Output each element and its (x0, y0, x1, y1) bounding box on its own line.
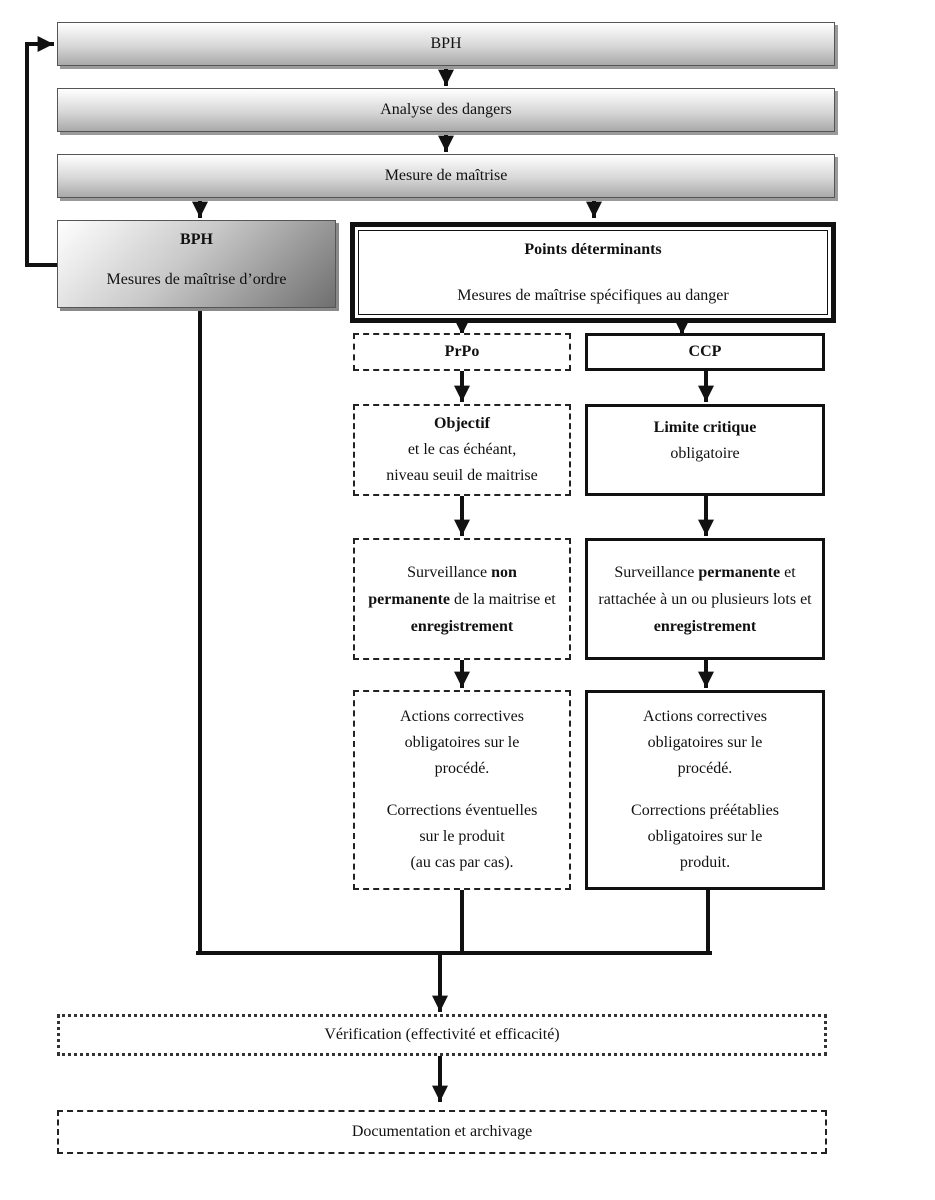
analyse-dangers-label: Analyse des dangers (380, 101, 512, 118)
limite-critique-subtitle: obligatoire (670, 445, 740, 462)
limite-critique-title: Limite critique (653, 419, 757, 436)
surv-nonperm-bold-1: non permanente (368, 563, 517, 608)
objectif-box: Objectif et le cas échéant, niveau seuil… (353, 404, 571, 496)
mesure-maitrise-label: Mesure de maîtrise (384, 167, 508, 184)
surveillance-permanente-text: Surveillance permanente et rattachée à u… (596, 559, 814, 640)
bph-left-subtitle: Mesures de maîtrise d’ordre (106, 271, 287, 288)
objectif-line-2: niveau seuil de maitrise (386, 467, 538, 484)
prpo-label: PrPo (444, 343, 480, 360)
surveillance-non-permanente-box: Surveillance non permanente de la maitri… (353, 538, 571, 660)
surv-perm-bold-2: enregistrement (653, 617, 757, 635)
actions-prpo-line-5: sur le produit (419, 828, 505, 845)
actions-prpo-line-6: (au cas par cas). (410, 854, 514, 871)
prpo-box: PrPo (353, 333, 571, 371)
actions-ccp-line-3: procédé. (677, 760, 733, 777)
points-determinants-title: Points déterminants (524, 240, 662, 258)
bph-top-box: BPH (57, 22, 835, 66)
mesure-maitrise-box: Mesure de maîtrise (57, 154, 835, 198)
actions-prpo-line-2: obligatoires sur le (404, 734, 520, 751)
verification-box: Vérification (effectivité et efficacité) (57, 1014, 827, 1056)
documentation-box: Documentation et archivage (57, 1110, 827, 1154)
ccp-box: CCP (585, 333, 825, 371)
objectif-line-1: et le cas échéant, (407, 441, 517, 458)
surv-perm-text-1: Surveillance (614, 563, 699, 581)
objectif-title: Objectif (434, 415, 490, 432)
surv-nonperm-bold-2: enregistrement (410, 617, 514, 635)
actions-prpo-line-4: Corrections éventuelles (386, 802, 538, 819)
actions-ccp-box: Actions correctives obligatoires sur le … (585, 690, 825, 890)
actions-prpo-box: Actions correctives obligatoires sur le … (353, 690, 571, 890)
surveillance-non-permanente-text: Surveillance non permanente de la maitri… (365, 559, 559, 640)
actions-prpo-line-1: Actions correctives (400, 708, 524, 725)
surv-nonperm-text-2: de la maitrise et (450, 590, 556, 608)
bph-left-title: BPH (180, 231, 213, 248)
surv-perm-bold-1: permanente (698, 563, 781, 581)
feedback-loop-line (25, 36, 58, 267)
limite-critique-box: Limite critique obligatoire (585, 404, 825, 496)
bph-left-box: BPH Mesures de maîtrise d’ordre (57, 220, 336, 308)
actions-prpo-line-3: procédé. (434, 760, 490, 777)
points-determinants-inner (358, 230, 828, 315)
surv-perm-text-2: et rattachée à un ou plusieurs lots et (598, 563, 812, 608)
points-determinants-subtitle: Mesures de maîtrise spécifiques au dange… (457, 286, 729, 304)
actions-ccp-line-4: Corrections préétablies (631, 802, 779, 819)
actions-ccp-line-1: Actions correctives (643, 708, 767, 725)
points-determinants-box: Points déterminants Mesures de maîtrise … (350, 222, 836, 323)
actions-ccp-line-5: obligatoires sur le (647, 828, 763, 845)
ccp-label: CCP (688, 343, 722, 360)
analyse-dangers-box: Analyse des dangers (57, 88, 835, 132)
bph-top-label: BPH (430, 35, 462, 52)
actions-ccp-line-2: obligatoires sur le (647, 734, 763, 751)
surveillance-permanente-box: Surveillance permanente et rattachée à u… (585, 538, 825, 660)
actions-ccp-line-6: produit. (679, 854, 731, 871)
verification-label: Vérification (effectivité et efficacité) (324, 1026, 560, 1043)
documentation-label: Documentation et archivage (351, 1123, 533, 1140)
surv-nonperm-text-1: Surveillance (407, 563, 492, 581)
